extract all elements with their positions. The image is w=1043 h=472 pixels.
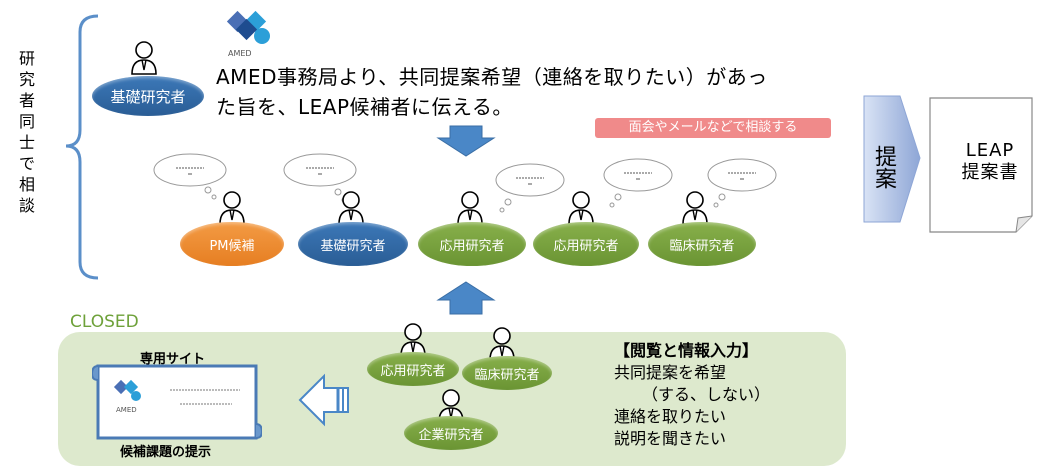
svg-text:AMED: AMED <box>228 49 252 58</box>
thought-bubble-icon <box>707 158 777 208</box>
top-basic-researcher-oval: 基礎研究者 <box>92 76 204 116</box>
clinical-researcher-oval: 臨床研究者 <box>648 222 756 266</box>
proposal-label: 提案 <box>871 145 896 189</box>
thought-bubble-icon <box>603 158 673 208</box>
applied-researcher-oval: 応用研究者 <box>533 222 639 266</box>
proposal-document-text: LEAP 提案書 <box>961 140 1019 183</box>
closed-applied-researcher-oval: 応用研究者 <box>367 352 459 386</box>
svg-text:AMED: AMED <box>116 406 137 414</box>
basic-researcher-oval: 基礎研究者 <box>298 222 408 266</box>
person-icon <box>219 191 245 225</box>
document-icon <box>929 97 1033 233</box>
person-icon <box>338 191 364 225</box>
closed-clinical-researcher-oval: 臨床研究者 <box>462 356 552 390</box>
left-arrow-icon <box>298 373 349 427</box>
thought-bubble-icon <box>283 153 357 203</box>
up-arrow-icon <box>436 281 496 315</box>
down-arrow-icon <box>436 125 496 157</box>
scroll-icon: AMED <box>92 364 262 440</box>
left-vertical-label: 研究者同士で相談 <box>18 49 35 215</box>
top-description: AMED事務局より、共同提案希望（連絡を取りたい）があっ た旨を、LEAP候補者… <box>216 65 768 119</box>
applied-researcher-oval: 応用研究者 <box>418 222 526 266</box>
person-icon <box>457 191 483 225</box>
closed-label: CLOSED <box>70 312 139 332</box>
proposal-arrow-icon <box>863 95 921 223</box>
info-panel: 【閲覧と情報入力】 共同提案を希望 （する、しない） 連絡を取りたい 説明を聞き… <box>614 341 771 448</box>
thought-bubble-icon <box>153 153 227 200</box>
closed-corporate-researcher-oval: 企業研究者 <box>404 416 498 450</box>
person-icon <box>682 191 708 225</box>
site-title: 専用サイト <box>140 352 206 367</box>
person-icon <box>568 191 594 225</box>
thought-bubble-icon <box>495 163 565 213</box>
pm-candidate-oval: PM候補 <box>180 222 284 266</box>
site-caption: 候補課題の提示 <box>120 445 212 460</box>
consult-pill: 面会やメールなどで相談する <box>595 118 831 138</box>
left-bracket <box>65 14 99 280</box>
amed-logo: AMED <box>226 10 270 58</box>
person-icon <box>131 41 157 75</box>
